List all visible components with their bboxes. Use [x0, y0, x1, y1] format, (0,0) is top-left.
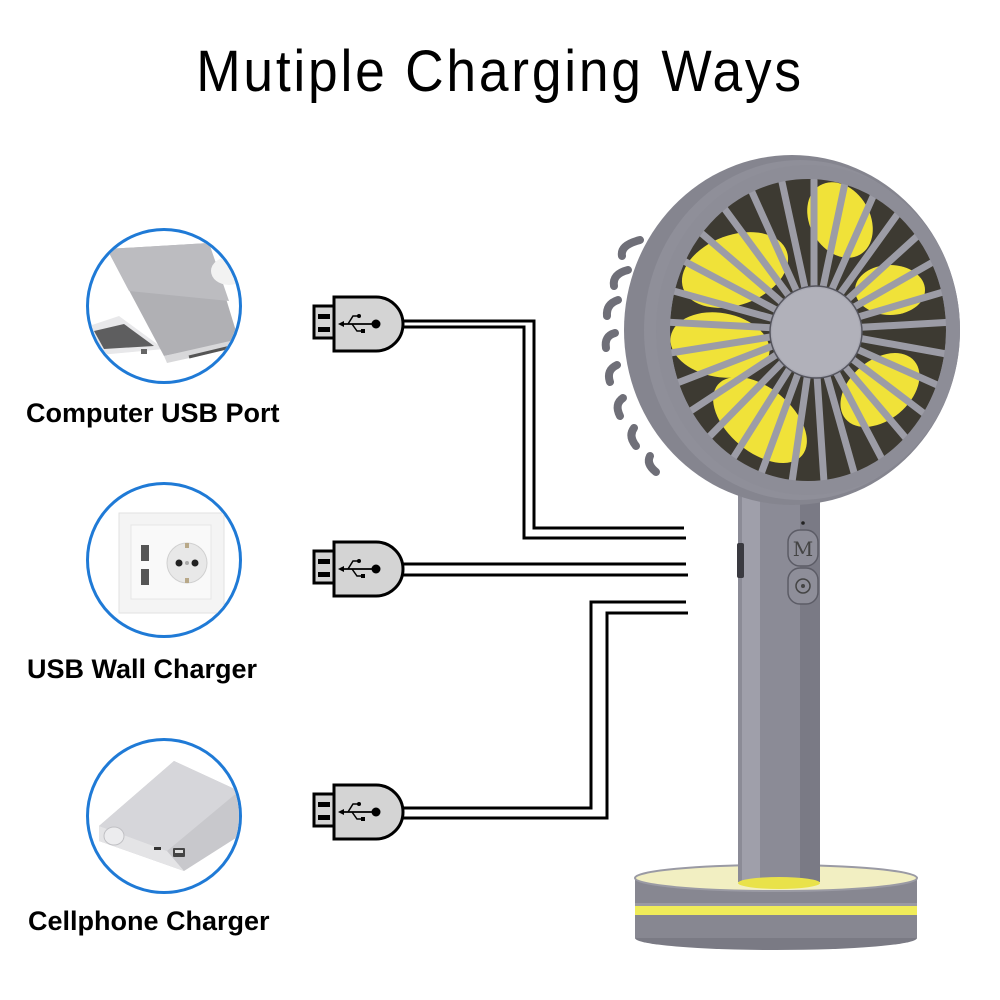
- power-bank-icon: [99, 761, 239, 871]
- wire-computer: [396, 319, 686, 540]
- usb-plug-icon-wall-charger: [312, 540, 405, 598]
- svg-text:M: M: [793, 537, 813, 561]
- source-label-wall-charger: USB Wall Charger: [27, 654, 258, 684]
- fan-speed-button: [787, 567, 819, 605]
- fan-head: [601, 155, 960, 505]
- source-power-bank-image: [86, 738, 242, 894]
- handheld-fan-image: M: [601, 155, 960, 950]
- usb-plug-icon-computer: [312, 295, 405, 353]
- source-label-computer: Computer USB Port: [26, 398, 280, 428]
- page-title: Mutiple Charging Ways: [196, 39, 804, 104]
- wall-socket-icon: [118, 512, 225, 614]
- wire-wall-charger: [396, 562, 688, 577]
- source-wall-socket-image: [86, 482, 242, 638]
- source-label-cellphone-charger: Cellphone Charger: [28, 906, 270, 936]
- usb-plug-icon-cellphone-charger: [312, 783, 405, 841]
- wire-cellphone-charger: [396, 600, 688, 820]
- fan-mode-button-m: M: [787, 529, 819, 567]
